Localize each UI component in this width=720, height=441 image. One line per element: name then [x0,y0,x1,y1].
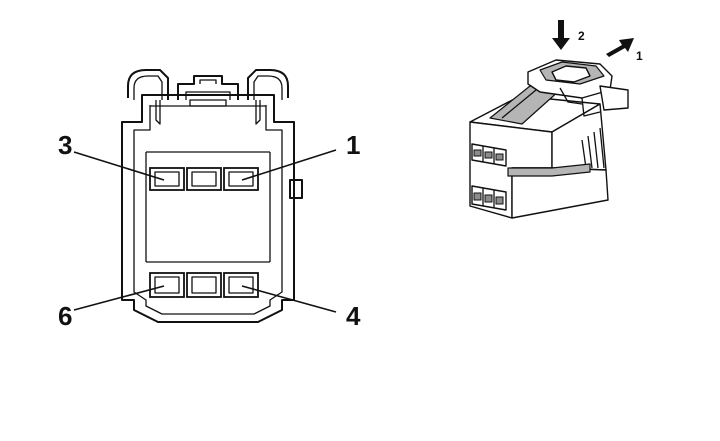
left-ear [127,69,169,100]
top-latch [177,75,239,107]
side-ribs [581,127,605,169]
connector-front-view: 3 1 6 4 [58,69,361,331]
pin-label-4: 4 [346,301,361,331]
top-pin-row [149,167,259,191]
leader-pin-3 [73,151,165,181]
pin-label-1: 1 [346,130,360,160]
pin-label-3: 3 [58,130,72,160]
step-label-1: 1 [636,49,643,63]
iso-pin-openings [471,143,507,211]
pin-cavity-3 [149,167,185,191]
leader-pin-1 [241,149,337,181]
housing-outline [121,94,295,323]
pin-cavity-2 [186,167,222,191]
leader-pin-6 [73,285,165,311]
housing-inner [133,105,283,315]
step-label-2: 2 [578,29,585,43]
iso-latch [527,59,629,117]
connector-isometric-view: 2 1 [469,20,643,219]
pin-label-6: 6 [58,301,72,331]
side-tab [289,179,303,199]
right-ear [247,69,289,100]
arrow-diagonal-icon [606,38,634,57]
pin-cavity-1 [223,167,259,191]
bottom-pin-row [149,272,259,298]
leader-pin-4 [241,285,337,313]
arrow-down-icon [552,20,570,50]
